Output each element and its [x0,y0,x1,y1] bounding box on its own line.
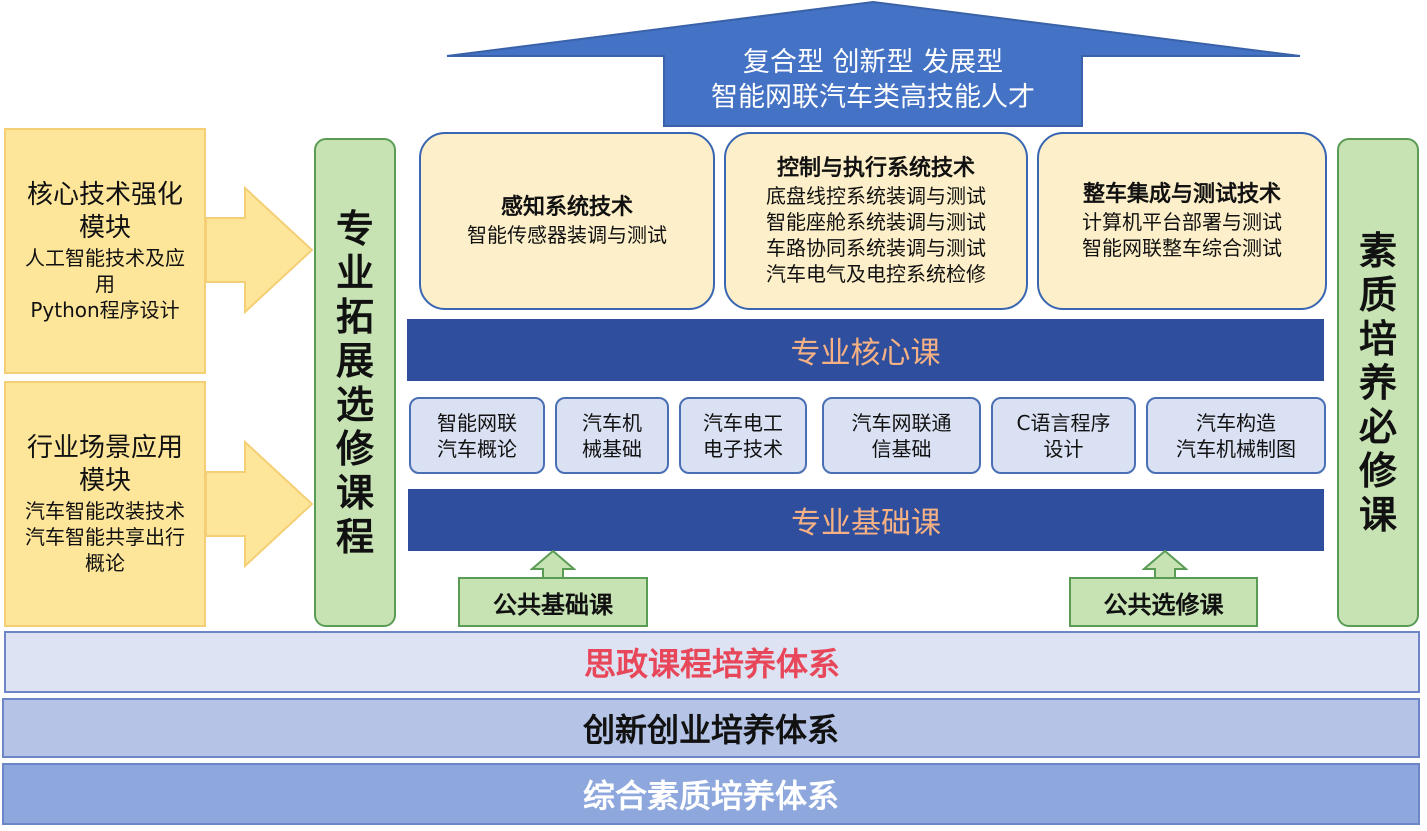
tech-card-item: 智能座舱系统装调与测试 [766,210,986,234]
module-title: 模块 [78,213,131,243]
basic-course-line: 械基础 [582,436,642,461]
column-char: 课 [335,470,374,515]
module-item: Python程序设计 [30,298,180,322]
tech-card-item: 车路协同系统装调与测试 [766,236,986,260]
column-char: 专 [335,206,374,251]
basic-course-line: 汽车机 [582,410,642,435]
module-title: 核心技术强化 [26,180,183,210]
talent-goal-arrow: 复合型 创新型 发展型 智能网联汽车类高技能人才 [445,0,1302,128]
module-arrow-2 [205,440,314,568]
module-item: 概论 [85,551,125,575]
column-char: 课 [1358,492,1397,537]
tech-card-item: 计算机平台部署与测试 [1082,210,1282,234]
column-char: 必 [1358,404,1397,449]
up-arrow-icon [530,550,576,580]
goal-line-1: 复合型 创新型 发展型 [742,47,1004,78]
tech-card-item: 汽车电气及电控系统检修 [766,262,986,286]
basic-course-bar: 专业基础课 [408,489,1324,551]
tech-card-control: 控制与执行系统技术 底盘线控系统装调与测试 智能座舱系统装调与测试 车路协同系统… [724,132,1028,310]
basic-course-line: 电子技术 [703,436,783,461]
basic-course-line: 汽车构造 [1196,410,1276,435]
tech-card-title: 整车集成与测试技术 [1082,182,1281,207]
module-item: 汽车智能共享出行 [25,525,185,549]
column-char: 业 [335,250,374,295]
tech-card-item: 底盘线控系统装调与测试 [766,184,986,208]
basic-course-box: C语言程序 设计 [991,397,1136,474]
module-core-tech: 核心技术强化 模块 人工智能技术及应 用 Python程序设计 [4,128,206,374]
module-item: 人工智能技术及应 [25,246,185,270]
column-char: 培 [1358,316,1397,361]
module-industry-scene: 行业场景应用 模块 汽车智能改装技术 汽车智能共享出行 概论 [4,381,206,627]
module-arrow-1 [205,186,314,314]
tech-card-item: 智能网联整车综合测试 [1082,236,1282,260]
column-char: 拓 [335,294,374,339]
column-char: 养 [1358,360,1397,405]
public-course-label: 公共选修课 [1103,590,1224,619]
tech-card-title: 感知系统技术 [500,195,633,220]
basic-course-line: 汽车机械制图 [1176,436,1296,461]
module-item: 汽车智能改装技术 [25,499,185,523]
tech-card-integration: 整车集成与测试技术 计算机平台部署与测试 智能网联整车综合测试 [1037,132,1327,310]
tech-card-perception: 感知系统技术 智能传感器装调与测试 [419,132,715,310]
basic-course-label: 专业基础课 [791,506,941,541]
tech-card-item: 智能传感器装调与测试 [467,223,667,247]
layer-ideological: 思政课程培养体系 [4,631,1420,693]
basic-course-box: 汽车构造 汽车机械制图 [1146,397,1326,474]
basic-course-box: 汽车网联通 信基础 [822,397,981,474]
basic-course-line: 智能网联 [437,410,517,435]
module-title: 行业场景应用 [26,433,183,463]
layer-quality: 综合素质培养体系 [2,763,1420,825]
public-course-label: 公共基础课 [493,590,613,619]
layer-label: 综合素质培养体系 [582,777,839,815]
public-basic-course: 公共基础课 [458,577,648,627]
core-course-bar: 专业核心课 [407,319,1324,381]
module-title: 模块 [78,466,131,496]
module-item: 用 [95,272,115,296]
goal-line-2: 智能网联汽车类高技能人才 [711,82,1035,113]
up-arrow-icon [1142,550,1188,580]
column-char: 选 [335,382,374,427]
column-char: 展 [335,338,374,383]
core-course-label: 专业核心课 [790,336,941,371]
column-char: 程 [335,514,374,559]
basic-course-box: 汽车机 械基础 [555,397,669,474]
basic-course-line: C语言程序 [1016,410,1111,435]
basic-course-line: 信基础 [871,436,932,461]
basic-course-line: 设计 [1043,436,1084,461]
basic-course-box: 汽车电工 电子技术 [679,397,807,474]
basic-course-line: 汽车电工 [703,410,783,435]
public-elective-course: 公共选修课 [1069,577,1258,627]
layer-innovation: 创新创业培养体系 [2,698,1420,758]
layer-label: 创新创业培养体系 [582,711,839,749]
basic-course-line: 汽车网联通 [851,410,952,435]
column-char: 修 [335,426,374,471]
column-char: 修 [1358,448,1397,493]
column-char: 质 [1358,272,1397,317]
column-char: 素 [1358,228,1397,273]
elective-column: 专 业 拓 展 选 修 课 程 [314,138,396,627]
tech-card-title: 控制与执行系统技术 [776,156,975,181]
basic-course-box: 智能网联 汽车概论 [409,397,545,474]
quality-required-column: 素 质 培 养 必 修 课 [1337,138,1419,627]
basic-course-line: 汽车概论 [437,436,517,461]
layer-label: 思政课程培养体系 [583,645,840,683]
